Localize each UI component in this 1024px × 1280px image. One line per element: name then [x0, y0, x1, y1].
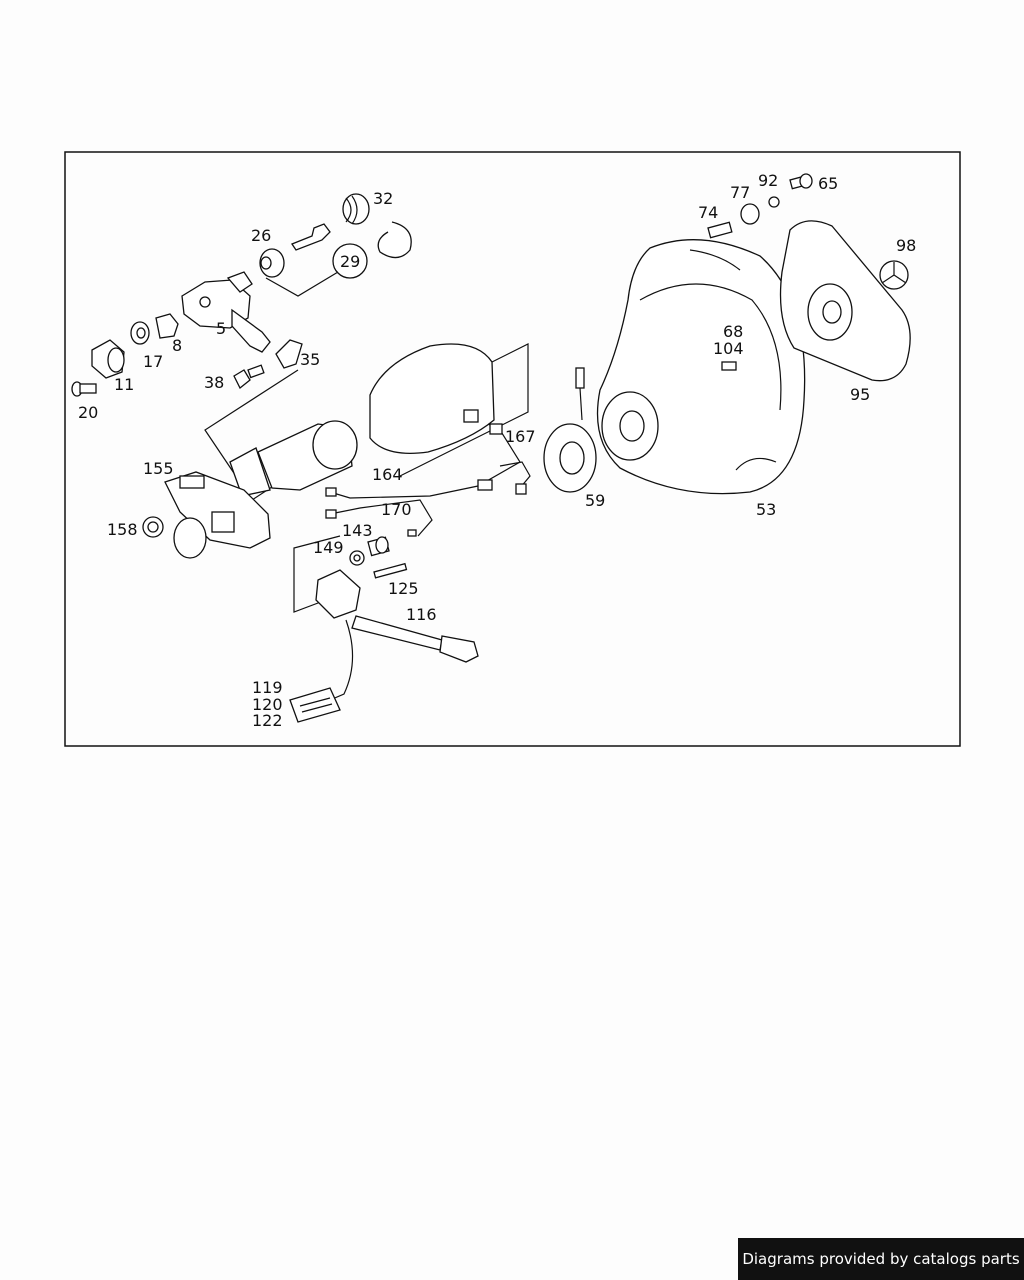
screw-74: [707, 221, 733, 239]
label-125: 125: [388, 579, 419, 598]
label-68: 68: [723, 322, 743, 341]
label-170: 170: [381, 500, 412, 519]
bracket-line-lower: [293, 535, 341, 613]
bolt-65: [789, 173, 813, 190]
ring-17: [130, 321, 150, 345]
part-158: [142, 516, 164, 538]
label-74: 74: [698, 203, 718, 222]
bracket-line-shroud: [399, 343, 529, 477]
emblem-98: [879, 260, 909, 290]
label-59: 59: [585, 491, 605, 510]
switch-housing-155: [164, 471, 271, 559]
label-53: 53: [756, 500, 776, 519]
connector-119: [289, 687, 341, 723]
label-32: 32: [373, 189, 393, 208]
screw-104: [721, 361, 737, 371]
airbag-95: [779, 220, 911, 382]
label-92: 92: [758, 171, 778, 190]
label-167: 167: [505, 427, 536, 446]
steering-wheel-53: [596, 239, 806, 495]
label-120: 120: [252, 695, 283, 714]
key-29: [265, 223, 368, 297]
label-119: 119: [252, 678, 283, 697]
label-158: 158: [107, 520, 138, 539]
label-17: 17: [143, 352, 163, 371]
ignition-part-11: [91, 339, 125, 379]
label-11: 11: [114, 375, 134, 394]
label-20: 20: [78, 403, 98, 422]
label-95: 95: [850, 385, 870, 404]
part-35: [275, 339, 303, 369]
ring-clip: [377, 221, 412, 259]
shroud-164: [369, 343, 495, 455]
label-29: 29: [340, 252, 360, 271]
footer-credit-text: Diagrams provided by catalogs parts: [742, 1250, 1020, 1268]
label-104: 104: [713, 339, 744, 358]
washer-92: [768, 196, 780, 208]
label-116: 116: [406, 605, 437, 624]
label-65: 65: [818, 174, 838, 193]
part-77: [740, 203, 760, 225]
label-155: 155: [143, 459, 174, 478]
label-143: 143: [342, 521, 373, 540]
bolt-143: [367, 536, 390, 557]
bolt-38: [233, 364, 265, 390]
bolt-20: [71, 381, 97, 397]
label-38: 38: [204, 373, 224, 392]
label-164: 164: [372, 465, 403, 484]
label-35: 35: [300, 350, 320, 369]
column-part: [229, 420, 358, 497]
wire-harness: [325, 423, 531, 537]
diagram-frame: [64, 151, 961, 747]
label-5: 5: [216, 319, 226, 338]
part-32: [342, 193, 370, 225]
lock-cylinder-26: [259, 248, 285, 278]
washer-149: [349, 550, 365, 566]
label-98: 98: [896, 236, 916, 255]
label-77: 77: [730, 183, 750, 202]
footer-credit-banner: Diagrams provided by catalogs parts: [738, 1238, 1024, 1280]
ignition-housing-5: [181, 271, 271, 353]
label-8: 8: [172, 336, 182, 355]
switch-116: [315, 569, 479, 701]
pin-125: [373, 562, 408, 579]
part-8: [155, 313, 179, 339]
label-122: 122: [252, 711, 283, 730]
label-26: 26: [251, 226, 271, 245]
clock-spring-59: [543, 367, 597, 493]
label-149: 149: [313, 538, 344, 557]
